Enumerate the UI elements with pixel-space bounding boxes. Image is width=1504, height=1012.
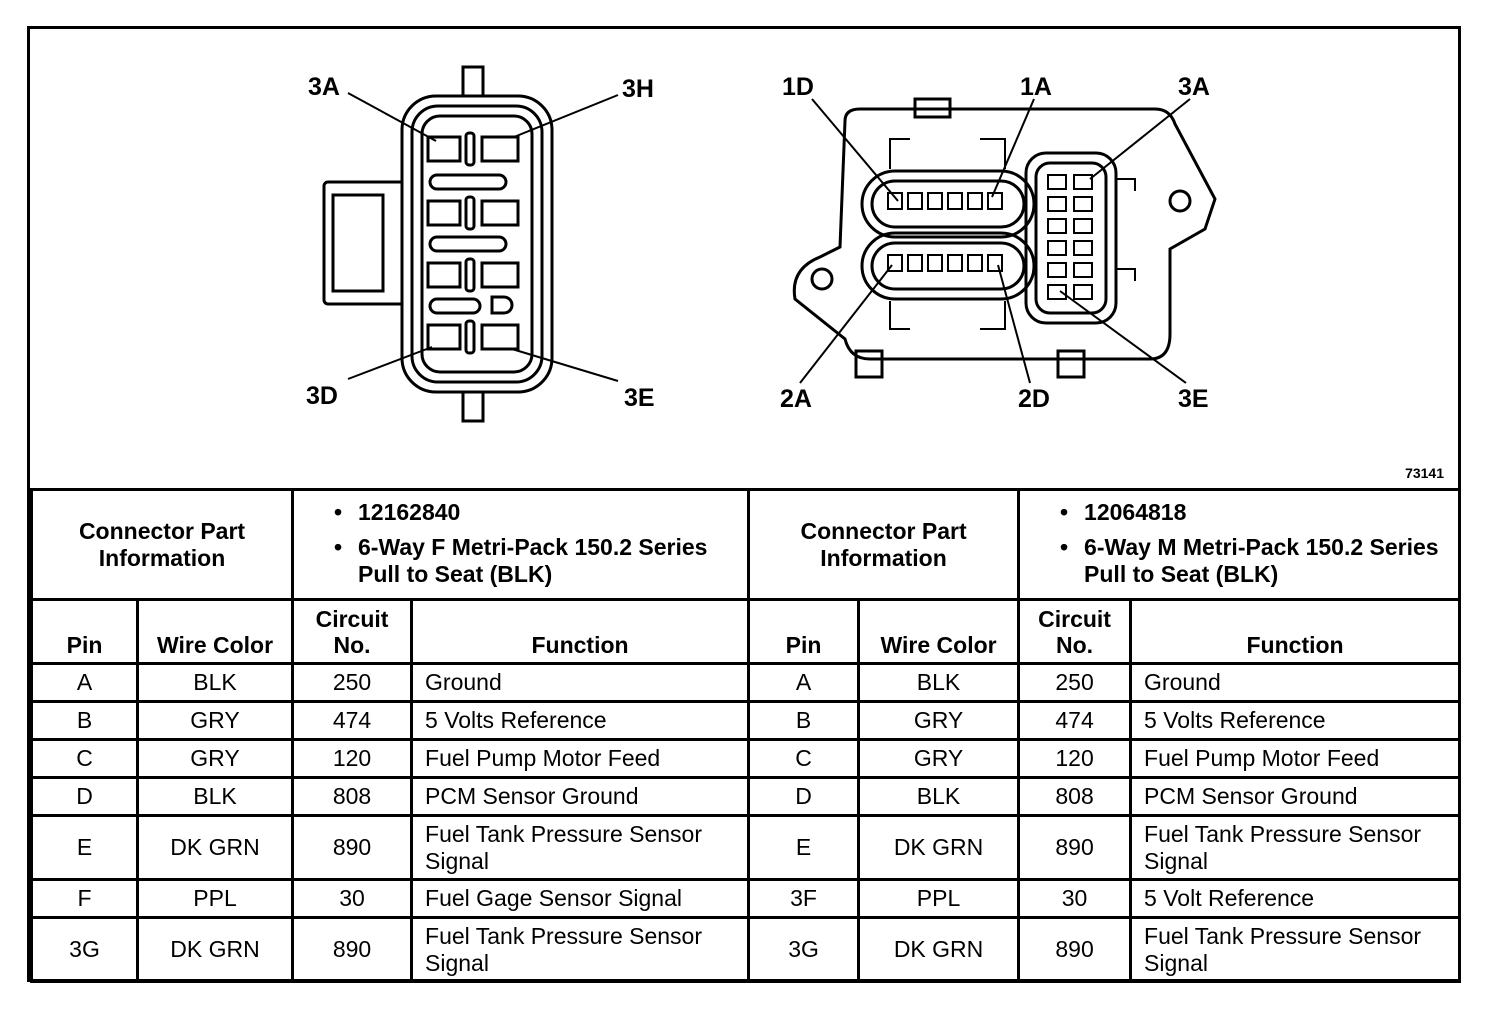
wire-color-cell: GRY [857,738,1021,779]
function-cell: Fuel Tank Pressure Sensor Signal [410,814,751,881]
col-header-function: Function [410,598,751,665]
function-cell: Fuel Gage Sensor Signal [410,878,751,919]
function-cell: 5 Volts Reference [1129,700,1462,741]
pin-cell: D [747,776,861,817]
function-cell: Fuel Tank Pressure Sensor Signal [1129,814,1462,881]
pin-cell: B [747,700,861,741]
circuit-cell: 890 [291,916,414,983]
callout-left-3h: 3H [622,75,654,103]
callout-right-1d: 1D [782,73,814,101]
function-cell: Ground [410,662,751,703]
col-header-pin: Pin [747,598,861,665]
function-cell: Fuel Pump Motor Feed [1129,738,1462,779]
circuit-cell: 474 [291,700,414,741]
connector-label-right: Connector Part Information [747,488,1021,601]
pinout-table: Connector Part Information 12162840 6-Wa… [29,488,1462,983]
circuit-cell: 120 [291,738,414,779]
diagram-frame: 3A 3H 3D 3E 1D 1A 3A 2A 2D 3E 73141 Conn… [27,26,1462,983]
function-cell: Fuel Tank Pressure Sensor Signal [410,916,751,983]
circuit-cell: 250 [1017,662,1133,703]
column-header-row: Pin Wire Color Circuit No. Function Pin … [30,598,1462,665]
function-cell: 5 Volts Reference [410,700,751,741]
wire-color-cell: BLK [135,662,295,703]
part-description-left: 6-Way F Metri-Pack 150.2 Series Pull to … [334,534,747,588]
col-header-function: Function [1129,598,1462,665]
pin-cell: 3F [747,878,861,919]
pin-cell: C [30,738,139,779]
wire-color-cell: BLK [857,776,1021,817]
connector-label-left: Connector Part Information [29,488,295,601]
circuit-cell: 890 [1017,814,1133,881]
pin-cell: E [30,814,139,881]
wire-color-cell: GRY [857,700,1021,741]
circuit-cell: 890 [1017,916,1133,983]
callout-right-2d: 2D [1018,385,1050,413]
wire-color-cell: PPL [135,878,295,919]
part-number-left: 12162840 [334,499,747,526]
connector-drawings [322,65,1217,423]
callout-left-3e: 3E [624,384,655,412]
pin-cell: F [30,878,139,919]
circuit-cell: 30 [291,878,414,919]
pin-cell: 3G [30,916,139,983]
part-number-right: 12064818 [1060,499,1458,526]
wire-color-cell: BLK [857,662,1021,703]
wire-color-cell: DK GRN [135,916,295,983]
circuit-cell: 120 [1017,738,1133,779]
pin-cell: 3G [747,916,861,983]
function-cell: PCM Sensor Ground [410,776,751,817]
wire-color-cell: DK GRN [857,814,1021,881]
col-header-wire-color: Wire Color [857,598,1021,665]
wire-color-cell: GRY [135,700,295,741]
wire-color-cell: DK GRN [135,814,295,881]
connector-illustration: 3A 3H 3D 3E 1D 1A 3A 2A 2D 3E 73141 [30,29,1458,489]
circuit-cell: 250 [291,662,414,703]
circuit-cell: 890 [291,814,414,881]
callout-right-3e: 3E [1178,385,1209,413]
col-header-wire-color: Wire Color [135,598,295,665]
function-cell: Ground [1129,662,1462,703]
pin-cell: E [747,814,861,881]
function-cell: Fuel Pump Motor Feed [410,738,751,779]
callout-left-3a: 3A [308,73,340,101]
col-header-circuit: Circuit No. [291,598,414,665]
right-connector-drawing [792,97,1217,384]
function-cell: Fuel Tank Pressure Sensor Signal [1129,916,1462,983]
callout-right-3a: 3A [1178,73,1210,101]
circuit-cell: 808 [1017,776,1133,817]
circuit-cell: 30 [1017,878,1133,919]
pin-cell: A [747,662,861,703]
callout-left-3d: 3D [306,382,338,410]
connector-info-left: 12162840 6-Way F Metri-Pack 150.2 Series… [291,488,751,601]
callout-right-2a: 2A [780,385,812,413]
col-header-circuit: Circuit No. [1017,598,1133,665]
pin-cell: A [30,662,139,703]
wire-color-cell: PPL [857,878,1021,919]
part-description-right: 6-Way M Metri-Pack 150.2 Series Pull to … [1060,534,1458,588]
function-cell: PCM Sensor Ground [1129,776,1462,817]
pin-cell: C [747,738,861,779]
wire-color-cell: BLK [135,776,295,817]
connector-info-row: Connector Part Information 12162840 6-Wa… [29,488,1462,601]
pin-cell: B [30,700,139,741]
pin-cell: D [30,776,139,817]
col-header-pin: Pin [30,598,139,665]
circuit-cell: 808 [291,776,414,817]
function-cell: 5 Volt Reference [1129,878,1462,919]
wire-color-cell: GRY [135,738,295,779]
callout-right-1a: 1A [1020,73,1052,101]
connector-info-right: 12064818 6-Way M Metri-Pack 150.2 Series… [1017,488,1462,601]
circuit-cell: 474 [1017,700,1133,741]
wire-color-cell: DK GRN [857,916,1021,983]
left-connector-drawing [322,65,619,423]
figure-number: 73141 [1405,465,1444,481]
